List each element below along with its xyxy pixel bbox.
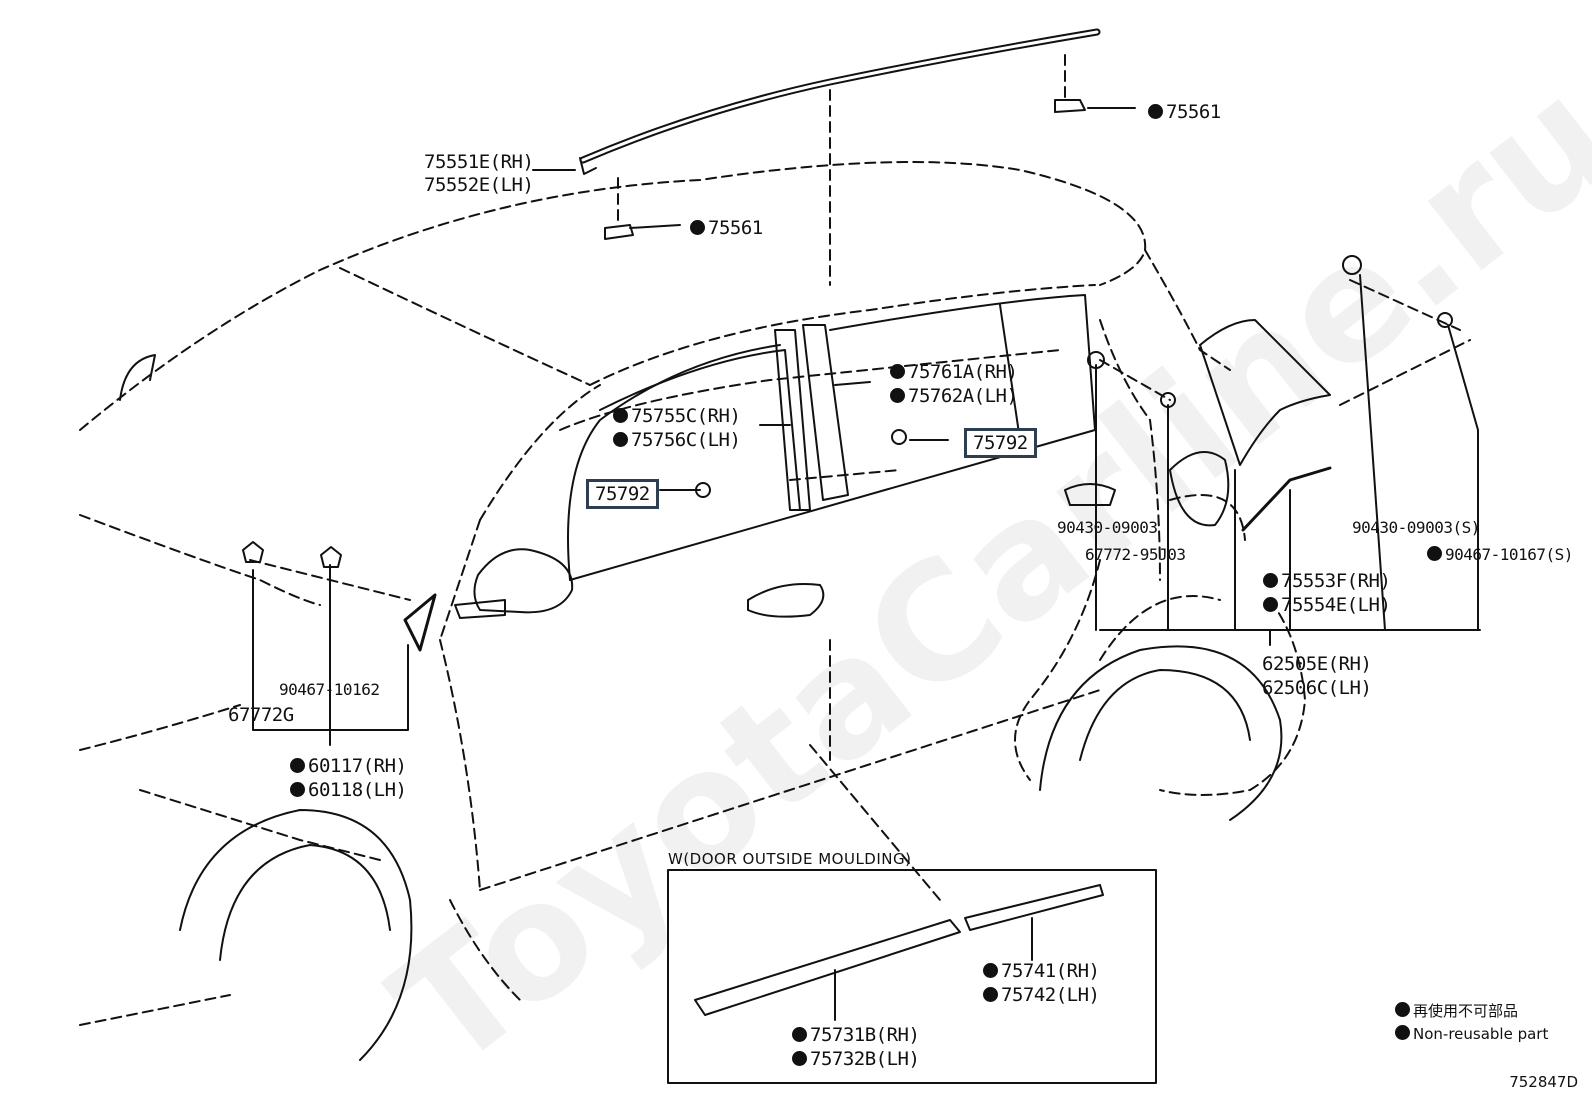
pillar-rear-lh-label: 75762A(LH) (890, 385, 1018, 407)
part-75792-left-box: 75792 (586, 479, 659, 509)
pillar-front-lh-label: 75756C(LH) (613, 429, 741, 451)
front-lh-label: 60118(LH) (290, 779, 407, 801)
screw-right-label: 90430-09003(S) (1352, 518, 1480, 537)
front-moulding-lh-label: 75732B(LH) (792, 1048, 920, 1070)
front-moulding-rh-label: 75731B(RH) (792, 1024, 920, 1046)
quarter-lh-label: 75554E(LH) (1263, 594, 1391, 616)
roof-moulding-lh-label: 75552E(LH) (424, 174, 534, 196)
front-clip-label: 90467-10162 (279, 680, 380, 699)
front-cover-label: 67772G (228, 704, 294, 726)
assy-rh-label: 62505E(RH) (1262, 653, 1372, 675)
inset-title: W(DOOR OUTSIDE MOULDING) (668, 850, 912, 868)
legend-en: Non-reusable part (1395, 1025, 1548, 1043)
clip-right-label: 90467-10167(S) (1427, 545, 1573, 564)
roof-moulding-rh-label: 75551E(RH) (424, 151, 534, 173)
assy-lh-label: 62506C(LH) (1262, 677, 1372, 699)
cover-part-label: 67772-95J03 (1085, 545, 1186, 564)
part-75792-right-box: 75792 (964, 428, 1037, 458)
diagram-id: 752847D (1509, 1073, 1578, 1091)
pillar-rear-rh-label: 75761A(RH) (890, 361, 1018, 383)
legend-jp: 再使用不可部品 (1395, 1000, 1518, 1021)
quarter-rh-label: 75553F(RH) (1263, 570, 1391, 592)
rear-moulding-rh-label: 75741(RH) (983, 960, 1100, 982)
pillar-front-rh-label: 75755C(RH) (613, 405, 741, 427)
screw-left-label: 90430-09003 (1057, 518, 1158, 537)
clip-top-right-label: 75561 (1148, 101, 1221, 123)
rear-moulding-lh-label: 75742(LH) (983, 984, 1100, 1006)
clip-top-left-label: 75561 (690, 217, 763, 239)
front-rh-label: 60117(RH) (290, 755, 407, 777)
